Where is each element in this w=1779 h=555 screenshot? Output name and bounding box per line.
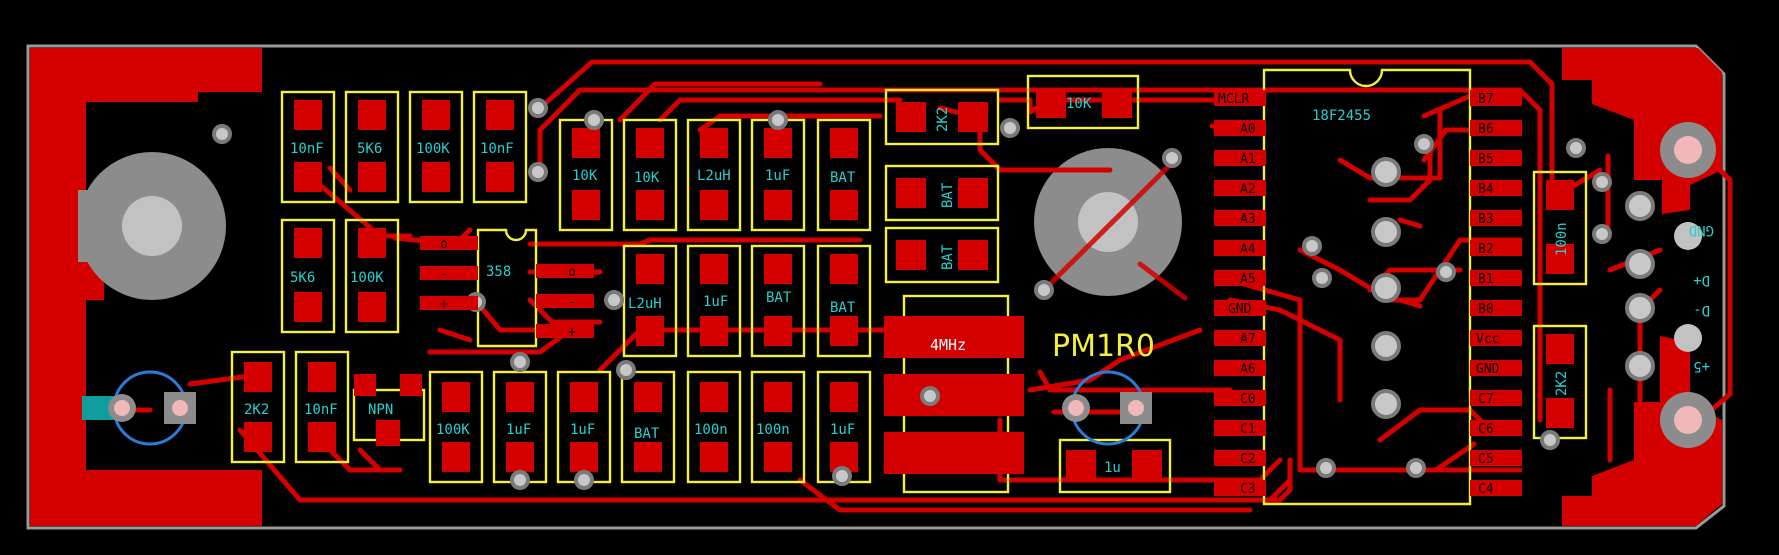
- label-10nf-c: 10nF: [304, 402, 338, 418]
- opamp-pin-4: o: [568, 265, 576, 280]
- silk-and-pads: [230, 68, 1588, 506]
- label-pm1r0: PM1R0: [1052, 329, 1155, 364]
- mount-hole-left-center: [122, 196, 182, 256]
- label-npn: NPN: [368, 402, 393, 418]
- leds: [82, 370, 1152, 446]
- label-10k-a: 10K: [572, 168, 598, 184]
- mcu-pin-r5: B3: [1478, 212, 1494, 227]
- mcu-pin-l4: A2: [1240, 182, 1256, 197]
- opamp-pin-1: o: [440, 237, 448, 252]
- label-1uf-b: 1uF: [703, 294, 728, 310]
- label-bat-e: BAT: [940, 244, 956, 270]
- mcu-pin-r11: C7: [1478, 392, 1494, 407]
- mcu-pin-r2: B6: [1478, 122, 1494, 137]
- label-5k6-b: 5K6: [290, 270, 315, 286]
- mcu-pin-r14: C4: [1478, 482, 1494, 497]
- mcu-pin-l10: A6: [1240, 362, 1256, 377]
- usb-label-dplus: D+: [1693, 272, 1710, 288]
- mcu-pin-r1: B7: [1478, 92, 1494, 107]
- label-100k-b: 100K: [350, 270, 384, 286]
- label-100n-a: 100n: [694, 422, 728, 438]
- label-l2uh-a: L2uH: [697, 168, 731, 184]
- mcu-pin-l12: C1: [1240, 422, 1256, 437]
- label-10k-b: 10K: [634, 170, 660, 186]
- mcu-pin-r3: B5: [1478, 152, 1494, 167]
- opamp-pin-6: +: [568, 325, 576, 340]
- mcu-pads: [1214, 90, 1522, 496]
- label-100k-a: 100K: [416, 141, 450, 157]
- npn-pin-label: -: [386, 379, 394, 394]
- mcu-pin-l7: A5: [1240, 272, 1256, 287]
- label-bat-b: BAT: [766, 290, 792, 306]
- usb-label-dminus: D-: [1693, 302, 1710, 318]
- label-1uf-d: 1uF: [570, 422, 595, 438]
- mcu-pin-r12: C6: [1478, 422, 1494, 437]
- label-bat-c: BAT: [830, 300, 856, 316]
- label-5k6-a: 5K6: [357, 141, 382, 157]
- mcu-pin-l6: A4: [1240, 242, 1256, 257]
- mount-tab-left: [78, 190, 100, 262]
- label-10k-top: 10K: [1066, 96, 1092, 112]
- mcu-pin-r9: Vcc: [1476, 332, 1499, 347]
- mcu-pin-l8: GND: [1228, 302, 1252, 317]
- opamp-pin-5: -: [568, 295, 576, 310]
- mcu-pin-l13: C2: [1240, 452, 1256, 467]
- label-2k2-top: 2K2: [935, 107, 951, 132]
- label-18f2455: 18F2455: [1312, 108, 1371, 124]
- mcu-pin-r4: B4: [1478, 182, 1494, 197]
- label-bat-d: BAT: [940, 182, 956, 208]
- trace-mid-diagonal-2: [1137, 261, 1188, 301]
- label-1uf-a: 1uF: [765, 168, 790, 184]
- mcu-pin-r10: GND: [1476, 362, 1500, 377]
- mcu-pin-r13: C5: [1478, 452, 1494, 467]
- usb-label-vplus: +5: [1693, 358, 1710, 374]
- label-100n-b: 100n: [756, 422, 790, 438]
- label-10nf-a: 10nF: [290, 141, 324, 157]
- label-100n-right: 100n: [1554, 222, 1570, 256]
- opamp-pin-2: -: [440, 267, 448, 282]
- label-10nf-b: 10nF: [480, 141, 514, 157]
- mcu-pin-l3: A1: [1240, 152, 1256, 167]
- vias: [212, 98, 1716, 490]
- label-1uf-c: 1uF: [506, 422, 531, 438]
- mcu-pin-l9: A7: [1240, 332, 1256, 347]
- opamp-pads: [420, 236, 594, 338]
- label-100k-c: 100K: [436, 422, 470, 438]
- mcu-pin-l2: A0: [1240, 122, 1256, 137]
- mcu-pin-l5: A3: [1240, 212, 1256, 227]
- label-4mhz: 4MHz: [930, 336, 966, 354]
- mount-hole-mid-center: [1078, 192, 1138, 252]
- copper-pour-left: [30, 48, 262, 526]
- label-1uf-e: 1uF: [830, 422, 855, 438]
- mcu-pin-r8: B0: [1478, 302, 1494, 317]
- mcu-pin-l11: C0: [1240, 392, 1256, 407]
- mcu-pin-r7: B1: [1478, 272, 1494, 287]
- board-outline: [26, 44, 1726, 530]
- label-bat-f: BAT: [634, 426, 660, 442]
- usb-label-gnd: GND: [1689, 222, 1714, 238]
- trace-mid-diagonal: [1047, 157, 1178, 287]
- label-1u: 1u: [1104, 460, 1121, 476]
- opamp-pin-3: +: [440, 297, 448, 312]
- mcu-pin-l14: C3: [1240, 482, 1256, 497]
- label-l2uh-b: L2uH: [628, 296, 662, 312]
- mcu-pin-l1: MCLR: [1218, 92, 1249, 107]
- label-2k2-left: 2K2: [244, 402, 269, 418]
- label-bat-a: BAT: [830, 170, 856, 186]
- label-358: 358: [486, 264, 511, 280]
- mcu-pin-r6: B2: [1478, 242, 1494, 257]
- label-2k2-right: 2K2: [1554, 371, 1570, 396]
